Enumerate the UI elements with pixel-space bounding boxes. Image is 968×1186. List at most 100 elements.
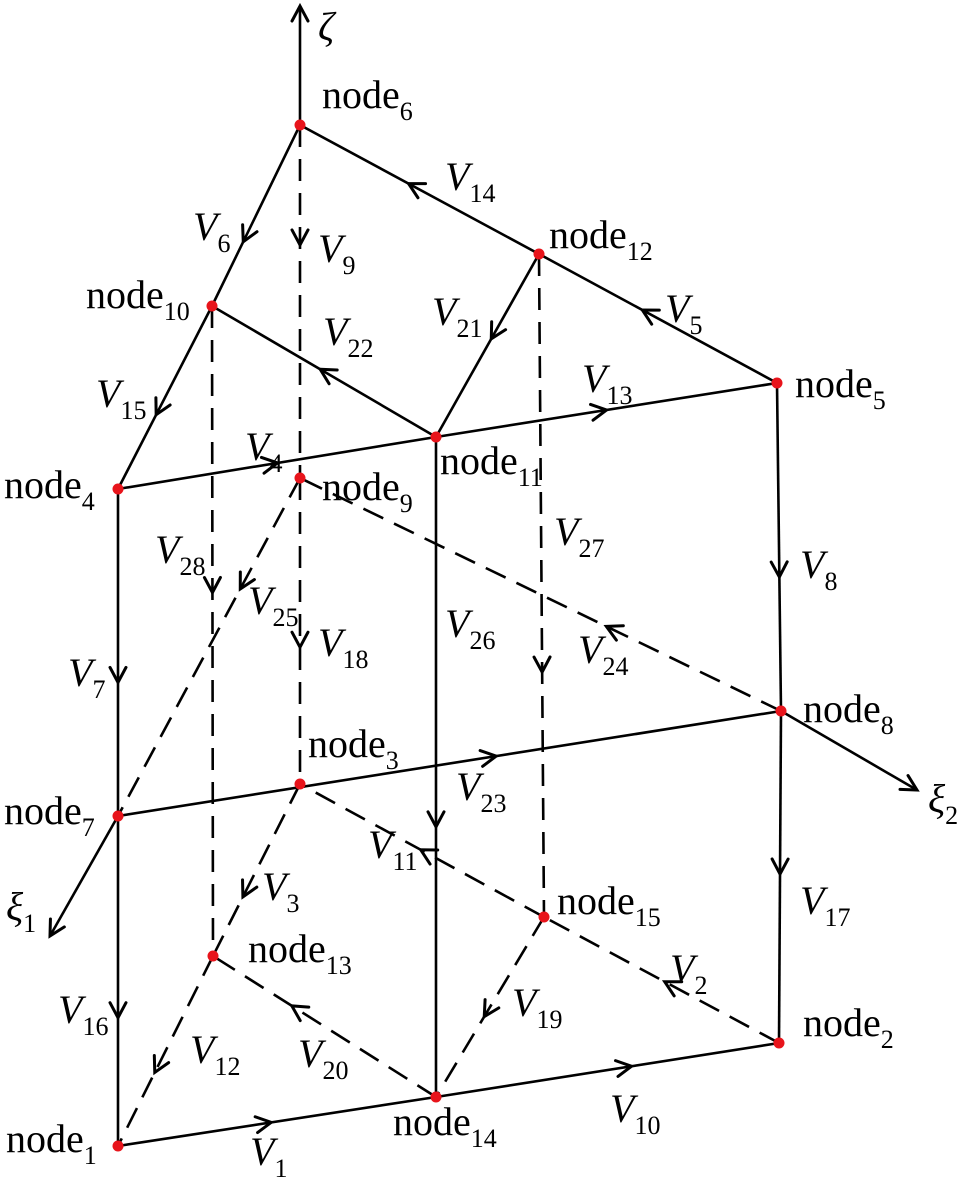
node-label-12: node12	[549, 212, 653, 266]
edge-label-v8: V8	[800, 542, 837, 596]
edge-label-v4: V4	[245, 424, 282, 478]
edge-v23-arrow	[478, 749, 500, 768]
edge-v25	[116, 477, 302, 817]
edge-label-v3: V3	[262, 864, 299, 918]
edge-v10-arrow	[614, 1059, 635, 1078]
node-dot-9	[294, 472, 306, 484]
node-dot-12	[533, 248, 545, 260]
edge-label-v5: V5	[665, 286, 702, 340]
edge-label-v26: V26	[445, 601, 495, 655]
edge-v2	[543, 915, 780, 1045]
labels-layer: V1V2V3V4V5V6V7V8V9V10V11V12V13V14V15V16V…	[4, 4, 958, 1183]
node-label-7: node7	[4, 788, 95, 842]
edge-v10	[435, 1041, 780, 1099]
edge-v22	[211, 304, 437, 439]
node-dot-7	[112, 810, 124, 822]
edge-v13-arrow	[589, 402, 610, 422]
node-label-10: node10	[86, 272, 190, 326]
edge-label-v15: V15	[96, 371, 146, 425]
edge-label-v24: V24	[578, 627, 628, 681]
edge-v11-arrow	[417, 848, 440, 866]
edge-label-v1: V1	[250, 1129, 287, 1183]
edge-label-v2: V2	[670, 946, 707, 1000]
edge-v24-arrow	[603, 624, 625, 642]
axis-xi2-arrow	[898, 774, 920, 792]
node-label-11: node11	[440, 438, 543, 492]
axis-xi1-arrow	[48, 917, 66, 939]
node-label-2: node2	[803, 1000, 894, 1054]
edge-v23	[117, 709, 782, 818]
edge-v1	[117, 1095, 437, 1148]
edge-v19-arrow	[482, 998, 501, 1020]
node-dot-13	[207, 950, 219, 962]
edge-v8-arrow	[769, 560, 789, 581]
node-dot-6	[294, 119, 306, 131]
edge-v7-arrow	[108, 665, 128, 686]
node-dot-15	[538, 911, 550, 923]
node-dot-10	[206, 300, 218, 312]
edge-v27-arrow	[532, 655, 552, 676]
edge-v14-arrow	[405, 182, 428, 200]
edge-label-v23: V23	[456, 764, 506, 818]
node-label-4: node4	[4, 462, 95, 516]
edge-label-v9: V9	[318, 226, 355, 280]
edge-label-v27: V27	[554, 509, 604, 563]
node-dot-4	[112, 483, 124, 495]
edge-v22-arrow	[317, 367, 339, 386]
edge-v6-arrow	[241, 223, 259, 245]
axis-label-zeta: ζ	[318, 4, 337, 49]
node-label-9: node9	[322, 464, 413, 518]
edge-label-v10: V10	[610, 1086, 660, 1140]
edge-v1-arrow	[253, 1115, 275, 1135]
edge-label-v11: V11	[368, 822, 417, 876]
node-dot-5	[771, 377, 783, 389]
edge-label-v6: V6	[193, 204, 230, 258]
edge-v24	[299, 476, 782, 713]
edge-v8	[775, 382, 783, 712]
node-label-8: node8	[803, 686, 894, 740]
edge-label-v16: V16	[58, 987, 108, 1041]
node-label-15: node15	[557, 878, 661, 932]
node-dot-3	[294, 778, 306, 790]
edge-v18-arrow	[290, 630, 310, 651]
edge-v3-arrow	[241, 878, 259, 900]
node-label-5: node5	[795, 361, 886, 415]
node-label-13: node13	[248, 926, 352, 980]
node-label-3: node3	[308, 721, 399, 775]
edge-v16-arrow	[108, 1001, 128, 1021]
edge-label-v25: V25	[248, 578, 298, 632]
edge-v26-arrow	[426, 810, 446, 830]
axis-zeta-arrow	[290, 2, 310, 23]
edge-v28	[210, 305, 215, 957]
edge-v28-arrow	[202, 575, 222, 596]
edge-label-v19: V19	[512, 980, 562, 1034]
edge-v20	[212, 954, 437, 1099]
edge-label-v13: V13	[582, 356, 632, 410]
axis-label-xi2: ξ2	[928, 776, 958, 830]
edge-label-v17: V17	[800, 878, 850, 932]
edge-v15	[116, 305, 214, 490]
node-dot-14	[430, 1091, 442, 1103]
nodes-layer	[112, 119, 787, 1152]
axis-xi1	[48, 815, 120, 937]
edge-label-v20: V20	[298, 1031, 348, 1085]
edge-v9-arrow	[290, 228, 310, 249]
edge-v20-arrow	[289, 1004, 311, 1023]
axis-xi2	[780, 709, 918, 792]
edge-v21-arrow	[489, 320, 508, 342]
edge-label-v21: V21	[432, 289, 482, 343]
node-dot-2	[773, 1037, 785, 1049]
node-dot-1	[112, 1140, 124, 1152]
node-label-6: node6	[322, 72, 413, 126]
edge-v19	[434, 916, 546, 1098]
node-dot-11	[430, 431, 442, 443]
edge-label-v22: V22	[323, 309, 373, 363]
node-dot-8	[775, 705, 787, 717]
edge-label-v28: V28	[155, 527, 205, 581]
edge-v4-arrow	[259, 455, 281, 475]
edge-v5	[538, 252, 778, 385]
edge-label-v7: V7	[68, 650, 105, 704]
edge-arrows-layer	[108, 182, 790, 1135]
edge-v27	[537, 253, 546, 918]
